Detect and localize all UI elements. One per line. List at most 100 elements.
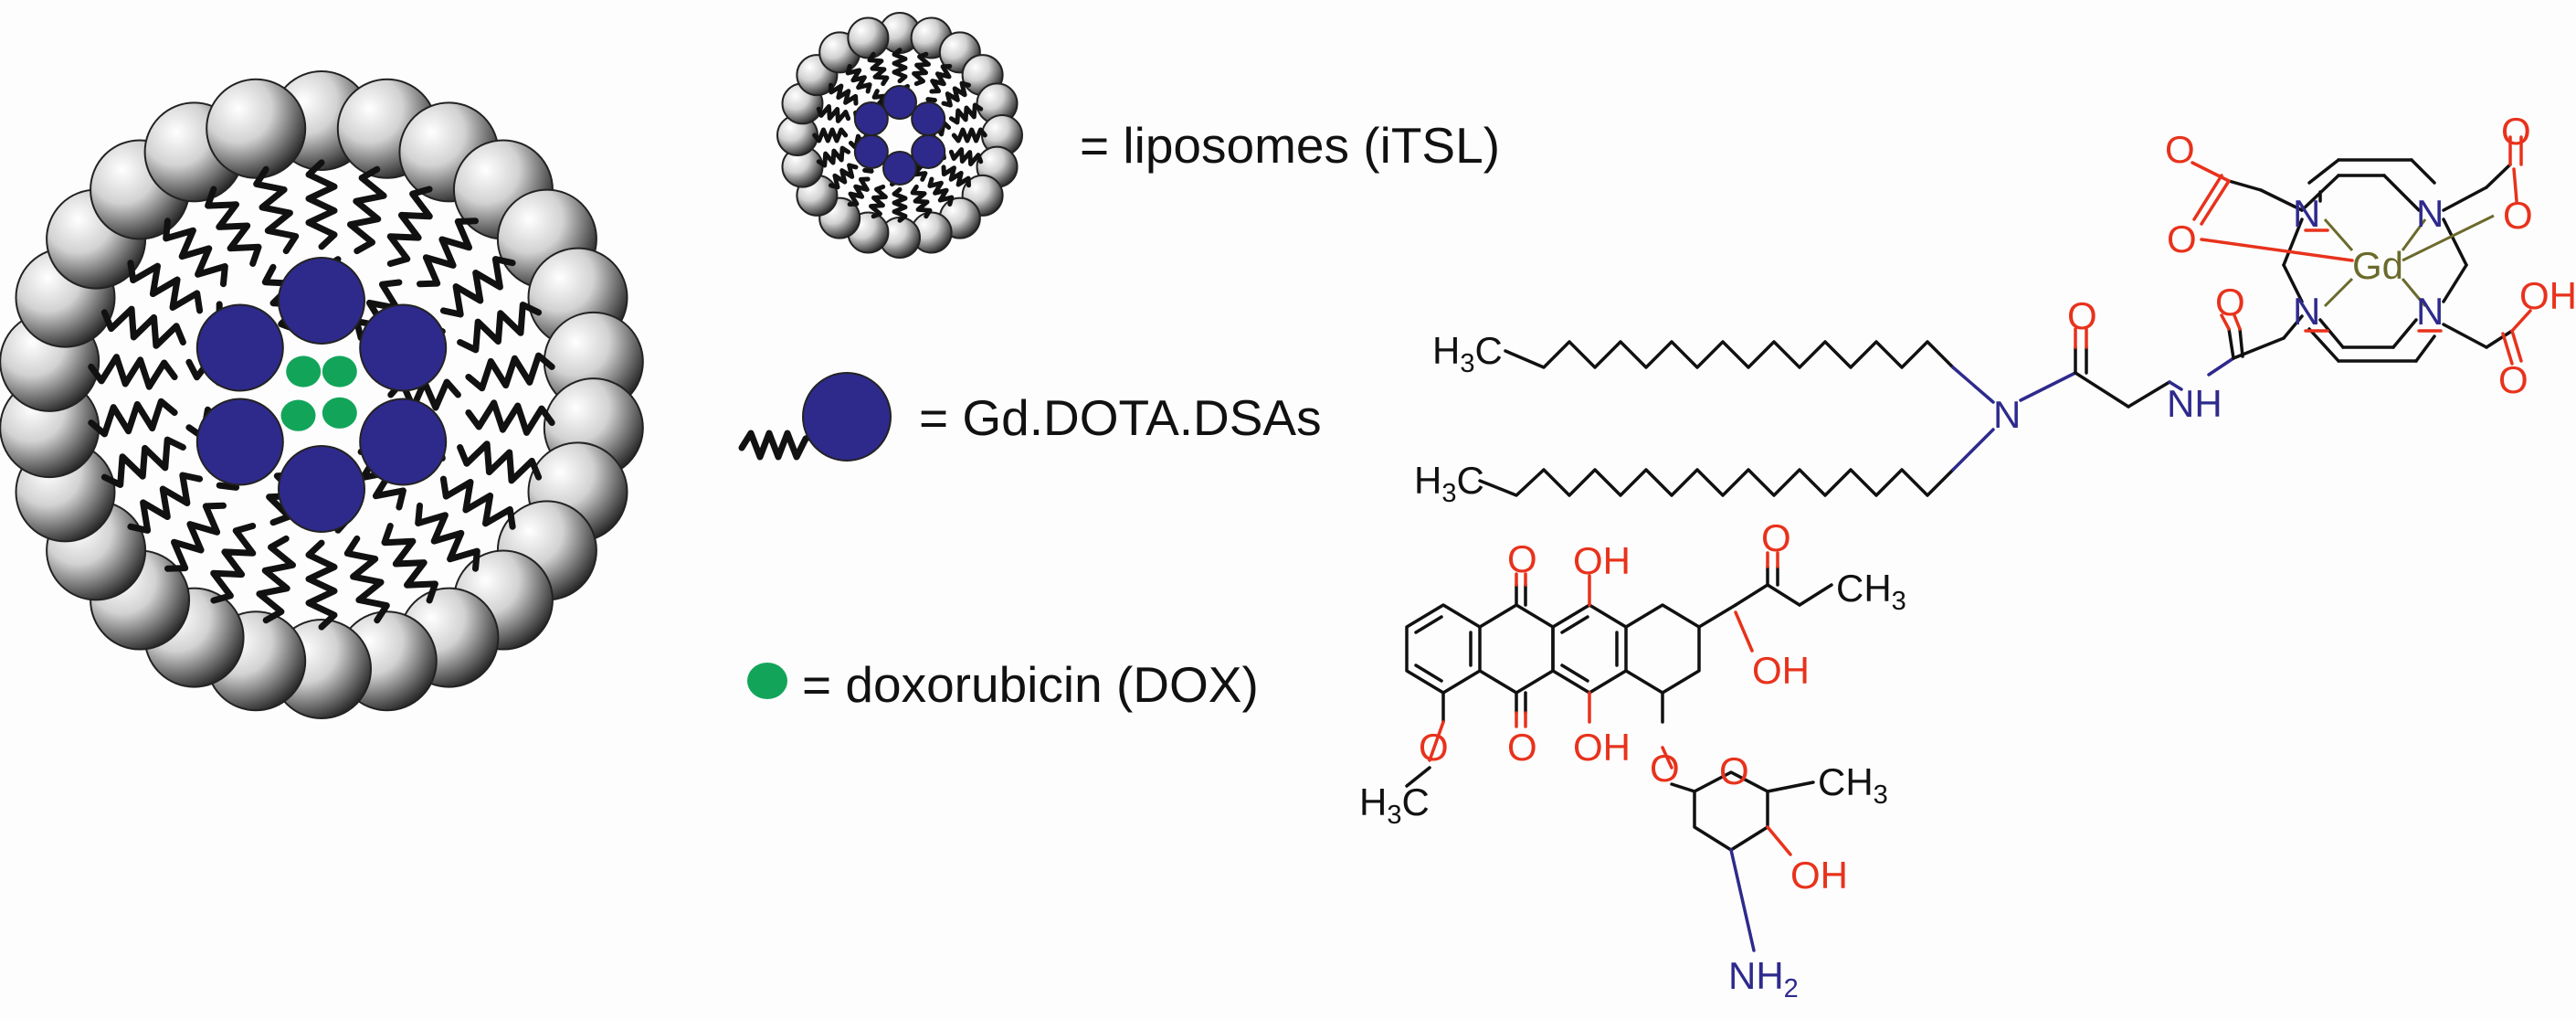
lipid-tail xyxy=(256,535,296,624)
dox-o-bottom: O xyxy=(1507,726,1537,769)
lipid-tail xyxy=(415,502,480,572)
lipid-tail xyxy=(867,51,890,87)
lipid-tail xyxy=(343,535,390,624)
dox-ch3-sugar: CH3 xyxy=(1818,760,1888,810)
gd-h3c-top: H3C xyxy=(1432,329,1503,378)
gd-sphere-icon xyxy=(802,372,892,462)
liposome-legend-icon xyxy=(776,12,1023,259)
gd-dota-dsa-structure: H3C H3C N O NH O N N N N Gd O O O O OH O xyxy=(1414,110,2576,508)
gd-acid-oh: OH xyxy=(2519,274,2576,317)
lipid-tail xyxy=(816,104,851,123)
gd-dota-sphere xyxy=(853,134,889,169)
lipid-tail xyxy=(847,176,871,207)
lipid-headgroups-outer xyxy=(0,70,644,719)
lipid-tail xyxy=(164,502,227,572)
gd-amide-n: N xyxy=(1993,393,2021,436)
gd-dota-sphere xyxy=(911,101,946,136)
gd-ring-n1: N xyxy=(2293,192,2320,235)
lipid-head xyxy=(847,16,890,59)
dox-molecule xyxy=(286,356,322,387)
lipid-tail xyxy=(829,82,859,106)
small-liposome-core xyxy=(853,85,946,186)
gd-coord-o-right: O xyxy=(2503,194,2533,237)
liposome-core xyxy=(195,257,448,533)
lipid-tail xyxy=(465,399,555,436)
gd-carbonyl-o-right: O xyxy=(2501,110,2531,153)
gd-ring-n4: N xyxy=(2416,290,2444,333)
legend-gd-label: = Gd.DOTA.DSAs xyxy=(919,389,1322,446)
dox-nh2: NH2 xyxy=(1728,954,1799,1003)
lipid-tail xyxy=(869,184,888,219)
lipid-tail xyxy=(927,176,955,207)
dox-methoxy-o: O xyxy=(1419,726,1449,769)
lipid-tail-inner xyxy=(261,263,304,334)
dox-molecule xyxy=(280,399,316,431)
lipid-tail xyxy=(305,159,338,250)
dox-oh-top: OH xyxy=(1573,539,1631,582)
lipid-tail xyxy=(845,64,872,94)
lipid-tail xyxy=(439,475,516,530)
gd-dota-dsa-legend-icon xyxy=(738,372,892,462)
lipid-tail xyxy=(892,48,908,84)
gd-atom: Gd xyxy=(2352,244,2403,287)
lipid-tail xyxy=(100,436,186,488)
lipid-tail xyxy=(948,102,984,125)
lipid-tail xyxy=(386,186,433,267)
gd-dota-sphere xyxy=(882,85,917,120)
gd-coord-o-left: O xyxy=(2167,218,2197,260)
lipid-tail xyxy=(305,539,338,631)
dox-dot-icon xyxy=(747,663,787,699)
dox-oh-sugar: OH xyxy=(1790,854,1848,897)
dox-ch3-top: CH3 xyxy=(1836,567,1906,616)
dox-molecule xyxy=(322,397,357,429)
lipid-tail xyxy=(205,186,262,267)
lipid-tail xyxy=(127,260,204,314)
legend-liposome-label: = liposomes (iTSL) xyxy=(1080,117,1500,174)
gd-carbonyl-o-left: O xyxy=(2165,128,2195,171)
lipid-tail xyxy=(948,147,984,166)
dox-ketone-o: O xyxy=(1761,516,1791,559)
lipid-tail xyxy=(910,184,933,219)
gd-acid-o: O xyxy=(2498,358,2528,401)
gd-dota-sphere xyxy=(195,398,284,486)
lipid-tail xyxy=(929,64,953,94)
lipid-tail xyxy=(88,354,178,390)
lipid-tail xyxy=(417,218,479,288)
lipid-tail xyxy=(439,256,516,318)
gd-dota-sphere xyxy=(853,101,889,136)
gd-amide-o: O xyxy=(2067,294,2097,337)
gd-dota-sphere xyxy=(359,303,448,392)
dox-o-top: O xyxy=(1507,537,1537,580)
small-lipid-tails xyxy=(812,48,987,223)
dox-oh-bottom: OH xyxy=(1573,726,1631,769)
gd-dota-sphere xyxy=(278,257,365,345)
gd-ring-n3: N xyxy=(2293,290,2320,333)
gd-dota-sphere xyxy=(359,398,448,486)
lipid-tail xyxy=(941,165,971,188)
lipid-tail xyxy=(892,186,908,223)
lipid-tail xyxy=(457,302,543,354)
lipid-tail xyxy=(829,163,859,190)
lipid-tail xyxy=(941,80,971,108)
lipid-tail xyxy=(381,523,438,604)
liposome-large xyxy=(0,70,644,719)
gd-ring-n2: N xyxy=(2416,192,2444,235)
lipid-tail xyxy=(812,127,849,143)
gd-dota-sphere xyxy=(911,134,946,169)
lipid-tail xyxy=(100,305,186,349)
lipid-tail xyxy=(457,441,543,484)
doxorubicin-structure: O O OH OH O CH3 OH O H3C O O CH3 OH NH2 xyxy=(1359,516,1906,1003)
dox-h3c: H3C xyxy=(1359,780,1430,830)
lipid-tail xyxy=(210,523,257,604)
lipid-tail xyxy=(127,472,204,534)
dox-molecule xyxy=(322,356,357,387)
lipid-tail xyxy=(465,352,555,392)
gd-dota-sphere xyxy=(278,445,365,533)
legend-dox-label: = doxorubicin (DOX) xyxy=(802,656,1259,713)
lipid-head xyxy=(206,78,307,179)
lipid-tail xyxy=(912,51,931,87)
lipid-tail xyxy=(951,127,987,143)
lipid-tail xyxy=(88,398,178,438)
